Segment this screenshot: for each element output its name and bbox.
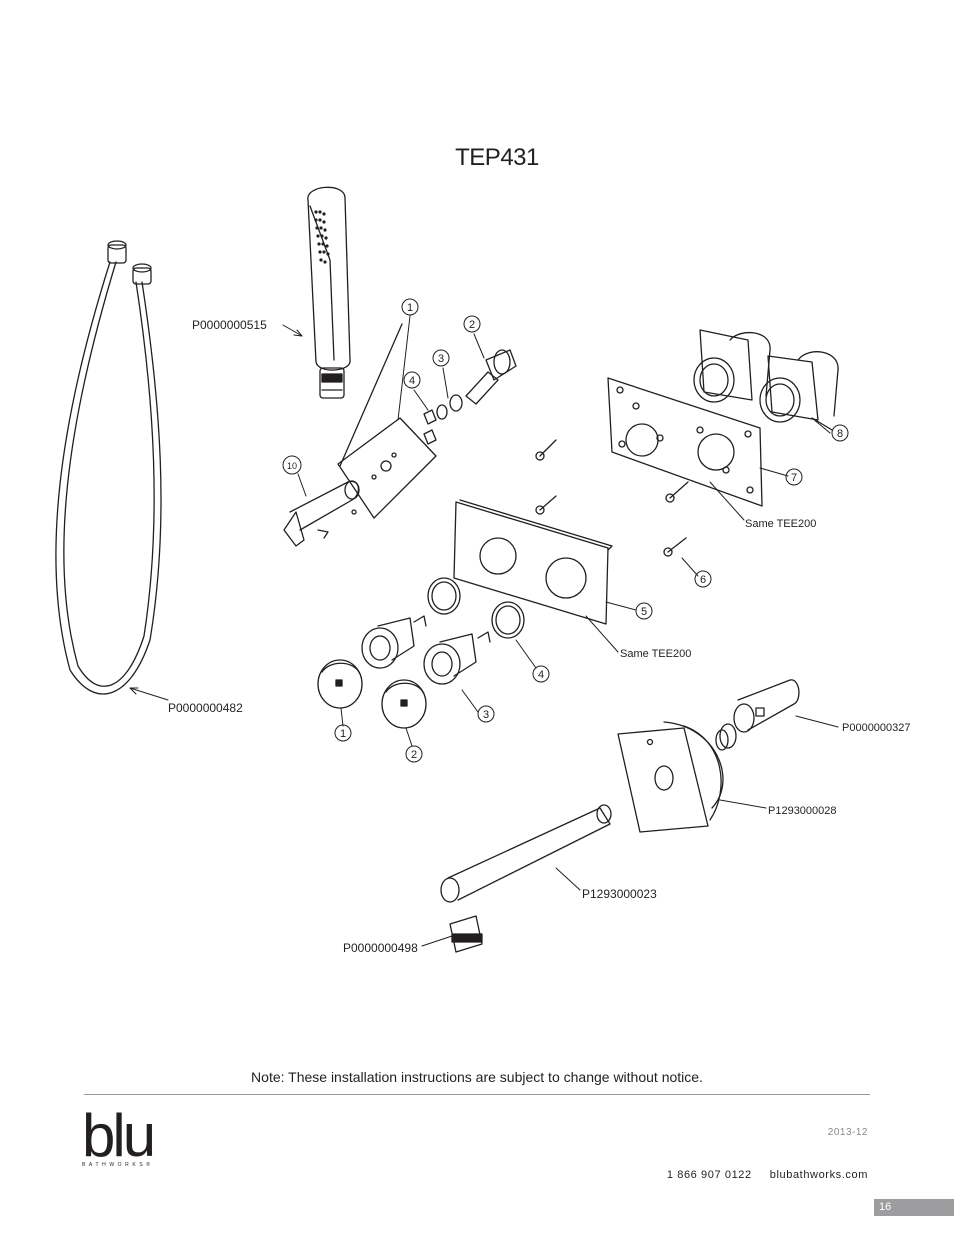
contact-info: 1 866 907 0122 blubathworks.com [667,1169,868,1181]
valve-bodies-drawing [693,329,839,431]
callout-4-lower: 4 [538,669,544,681]
document-date: 2013-12 [827,1127,868,1138]
callout-2-lower: 2 [411,749,417,761]
brand-wordmark: blu [82,1102,156,1169]
callout-10: 10 [287,461,297,471]
diverter-drawing [715,679,800,751]
callout-5: 5 [641,606,647,618]
label-same-tee-top: Same TEE200 [745,518,816,530]
callout-2: 2 [469,319,475,331]
aerator-drawing [449,915,483,953]
phone-number: 1 866 907 0122 [666,1169,752,1181]
callout-3: 3 [438,353,444,365]
brand-logo: blu BATHWORKS® [82,1102,156,1169]
handle-adaptors-drawing [361,577,525,685]
callout-1-lower: 1 [340,728,346,740]
callout-8: 8 [837,428,843,440]
website-link[interactable]: blubathworks.com [769,1169,868,1181]
callout-4: 4 [409,375,415,387]
label-aerator: P0000000498 [343,941,418,955]
handles-drawing [317,659,427,729]
mounting-plate-drawing [607,377,763,507]
wall-bracket-drawing [283,323,437,547]
brand-subtitle: BATHWORKS® [82,1162,154,1168]
callout-1: 1 [407,302,413,314]
spout-plate-drawing [617,721,724,833]
trim-plate-drawing [453,499,613,625]
leader-lines [129,315,839,947]
exploded-parts-diagram: 1 2 3 4 10 8 7 6 5 4 3 1 2 P0000000515 P… [55,186,911,955]
disclaimer-note: Note: These installation instructions ar… [251,1069,703,1085]
spout-drawing [440,804,612,903]
handshower-drawing [307,186,351,399]
callout-6: 6 [700,574,706,586]
page-number: 16 [874,1199,954,1216]
label-same-tee-mid: Same TEE200 [620,648,691,660]
callout-7: 7 [791,472,797,484]
label-diverter: P0000000327 [842,722,911,734]
hose-drawing [55,240,162,695]
callout-3-lower: 3 [483,709,489,721]
footer-divider [84,1094,870,1095]
label-hose: P0000000482 [168,701,243,715]
label-handshower: P0000000515 [192,318,267,332]
label-spout: P1293000023 [582,887,657,901]
callout-circles [282,298,849,763]
small-parts-drawing [423,349,517,445]
screws-drawing [535,439,689,557]
label-spout-plate: P1293000028 [768,805,837,817]
page-title: TEP431 [455,144,539,171]
